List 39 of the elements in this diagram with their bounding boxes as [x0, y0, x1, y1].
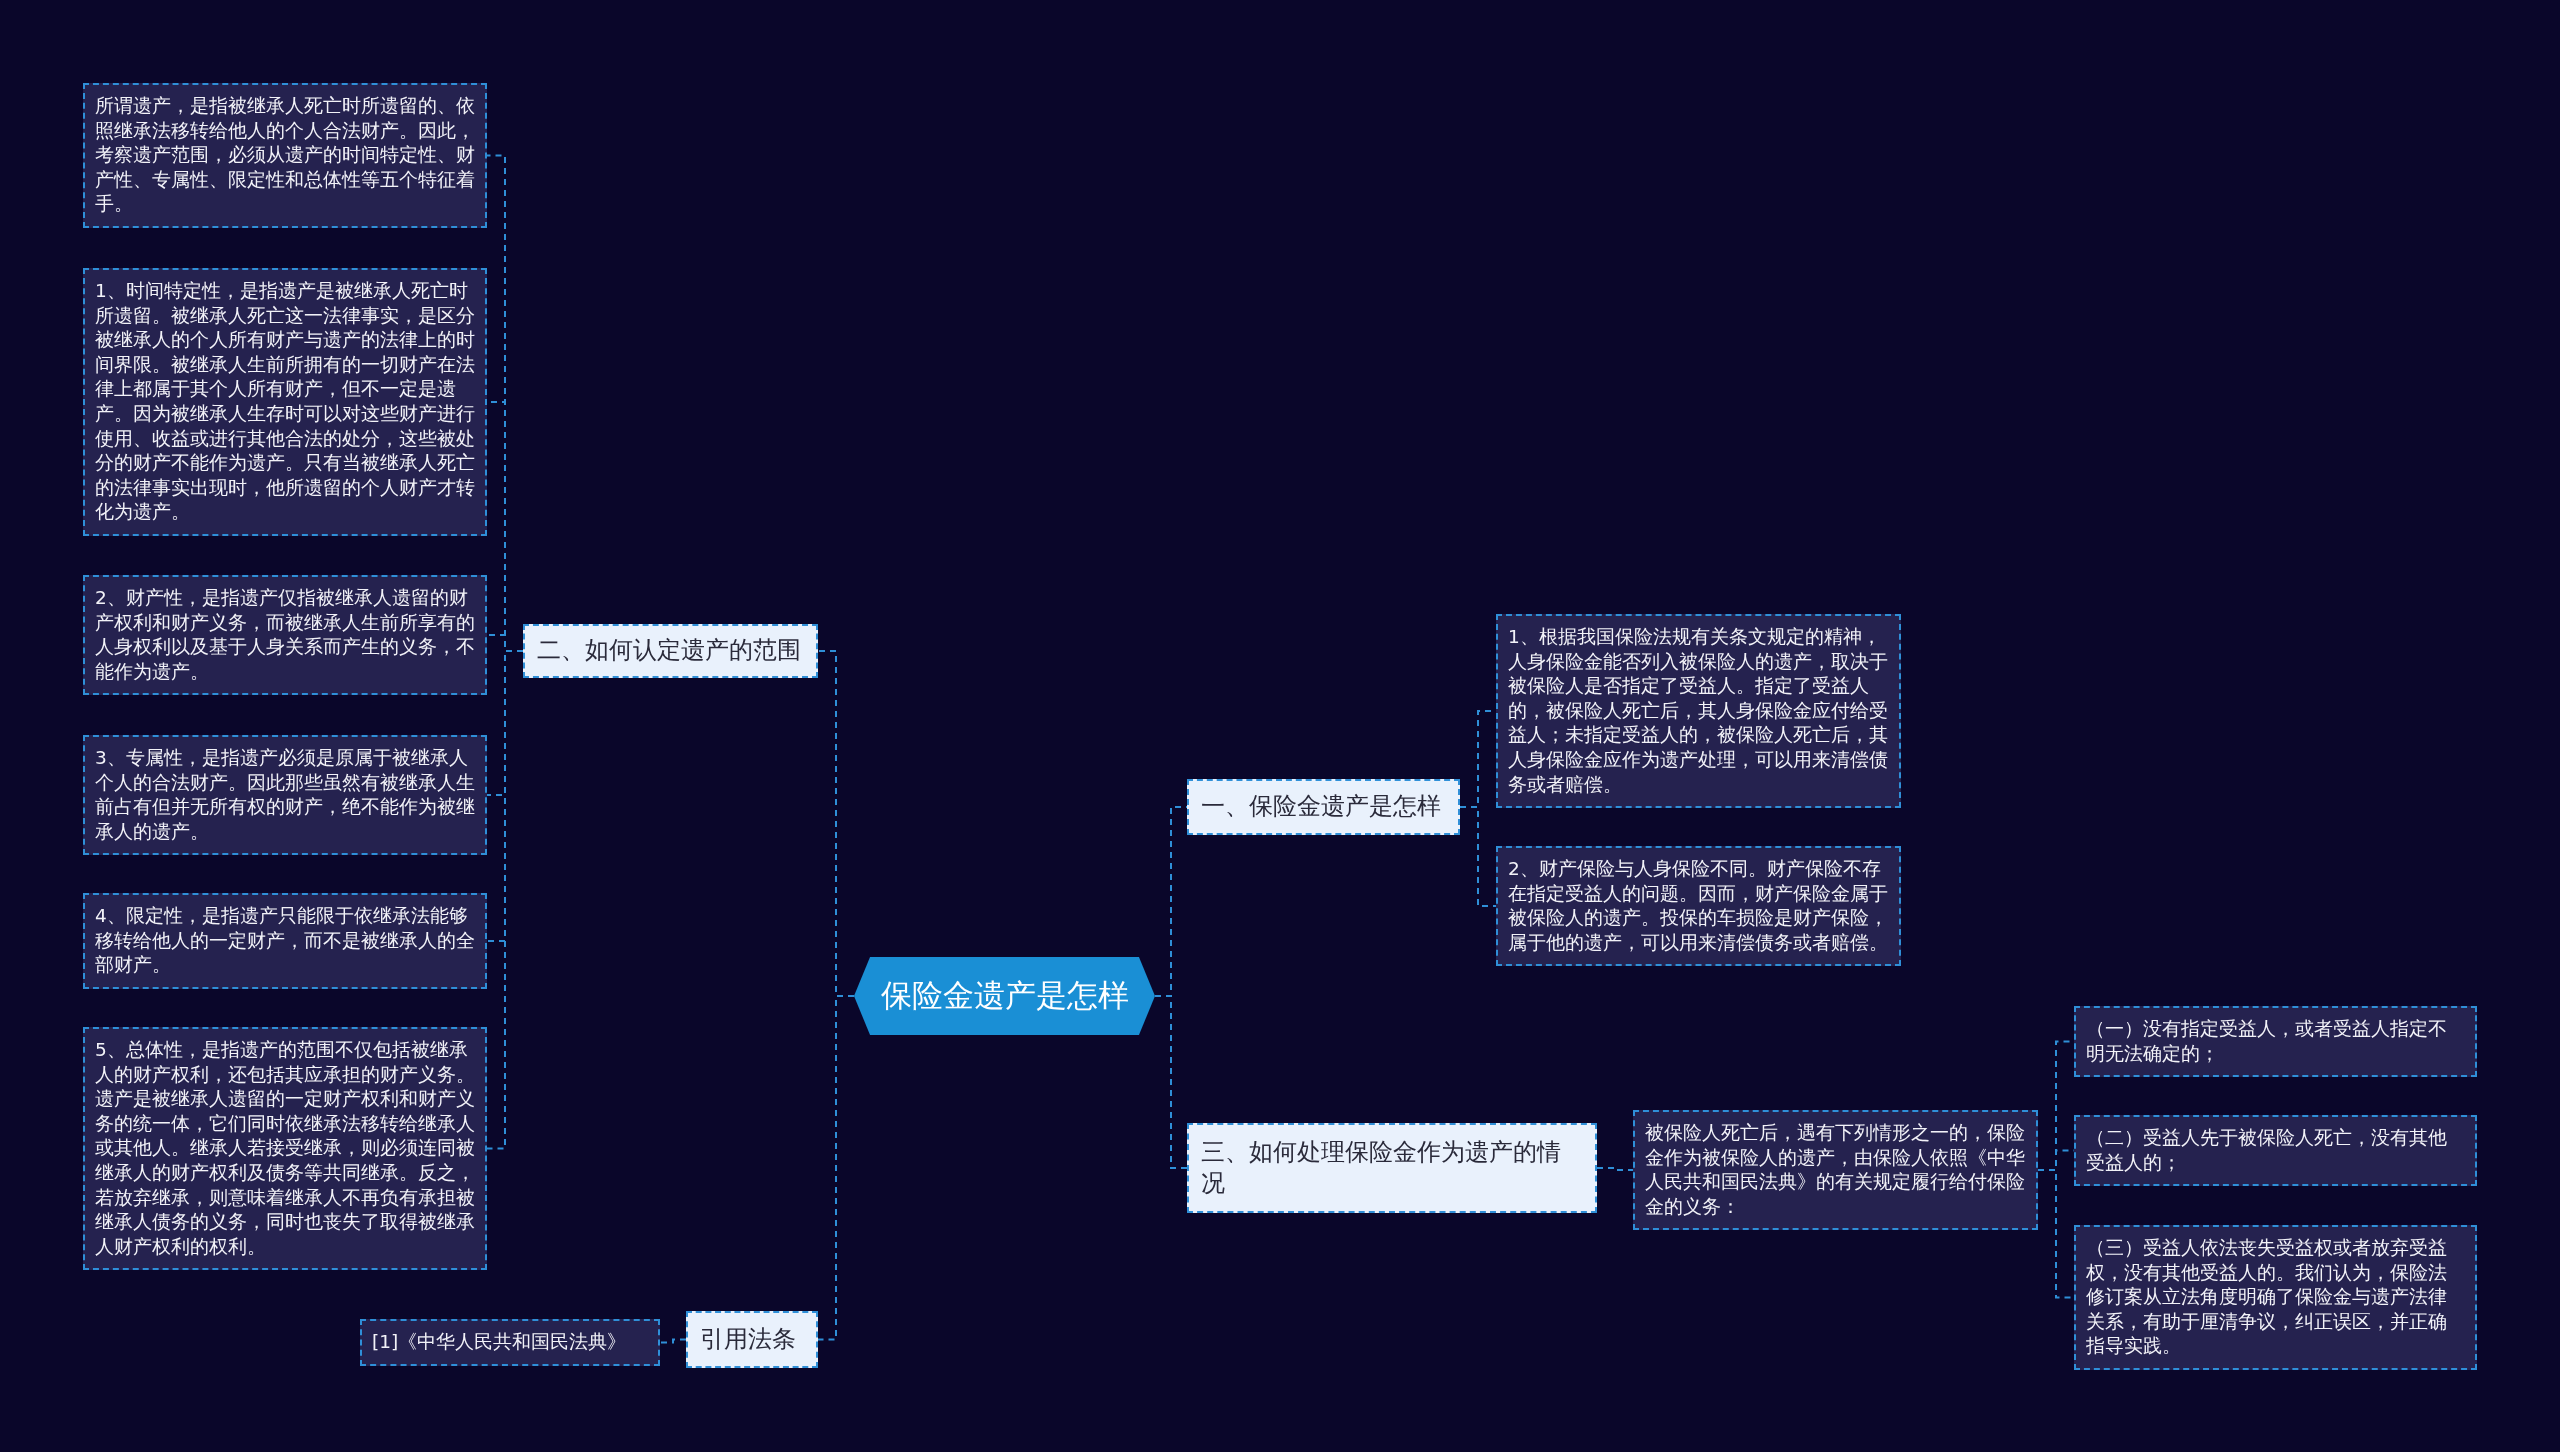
note-text: 被保险人死亡后，遇有下列情形之一的，保险金作为被保险人的遗产，由保险人依照《中华人民共和国民法典》的有关规定履行给付保险金的义务： — [1645, 1121, 2026, 1219]
note-text: 1、时间特定性，是指遗产是被继承人死亡时所遗留。被继承人死亡这一法律事实，是区分被继承人的个人所有财产与遗产的法律上的时间界限。被继承人生前所拥有的一切财产在法律上都属于其个人所有财产，但不一定是遗产。因为被继承人生存时可以对这些财产进行使用、收益或进行其他合法的处分，这些被处分的财产不能作为遗产。只有当被继承人死亡的法律事实出现时，他所遗留的个人财产才转化为遗产。 — [95, 279, 475, 525]
note-text: 1、根据我国保险法规有关条文规定的精神，人身保险金能否列入被保险人的遗产，取决于被保险人是否指定了受益人。指定了受益人的，被保险人死亡后，其人身保险金应付给受益人；未指定受益人的，被保险人死亡后，其人身保险金应作为遗产处理，可以用来清偿债务或者赔偿。 — [1508, 625, 1889, 797]
note-box — [2074, 1006, 2477, 1078]
topic-text: 保险金遗产是怎样 — [880, 976, 1129, 1015]
topic-box — [1187, 779, 1460, 835]
note-text: 5、总体性，是指遗产的范围不仅包括被继承人的财产权利，还包括其应承担的财产义务。遗产是被继承人遗留的一定财产权利和财产义务的统一体，它们同时依继承法移转给继承人或其他人。继承人若接受继承，则必须连同被继承人的财产权利及债务等共同继承。反之，若放弃继承，则意味着继承人不再负有承担被继承人债务的义务，同时也丧失了取得被继承人财产权利的权利。 — [95, 1038, 475, 1259]
connector-line — [817, 995, 855, 1341]
note-text: [1]《中华人民共和国民法典》 — [372, 1330, 628, 1354]
note-text: （三）受益人依法丧失受益权或者放弃受益权，没有其他受益人的。我们认为，保险法修订案从立法角度明确了保险金与遗产法律关系，有助于厘清争议，纠正误区，并正确指导实践。 — [2086, 1236, 2448, 1359]
connector-line — [1596, 1167, 1634, 1171]
topic-text: 三、如何处理保险金作为遗产的情况 — [1201, 1136, 1562, 1199]
topic-box — [1187, 1123, 1597, 1213]
note-box — [1496, 846, 1901, 967]
note-text: （一）没有指定受益人，或者受益人指定不明无法确定的； — [2086, 1017, 2448, 1066]
note-box — [2074, 1225, 2477, 1370]
note-text: 所谓遗产，是指被继承人死亡时所遗留的、依照继承法移转给他人的个人合法财产。因此，考察遗产范围，必须从遗产的时间特定性、财产性、专属性、限定性和总体性等五个特征着手。 — [95, 94, 475, 217]
topic-text: 引用法条 — [700, 1323, 796, 1355]
connector-line — [1154, 995, 1188, 1169]
topic-text: 二、如何认定遗产的范围 — [537, 635, 801, 667]
topic-box — [523, 624, 818, 678]
topic-box — [686, 1311, 818, 1368]
note-box — [2074, 1115, 2477, 1187]
note-box — [360, 1319, 660, 1366]
note-box — [83, 893, 487, 989]
note-box — [83, 83, 487, 228]
note-text: 4、限定性，是指遗产只能限于依继承法能够移转给他人的一定财产，而不是被继承人的全部财产。 — [95, 904, 475, 978]
note-text: （二）受益人先于被保险人死亡，没有其他受益人的； — [2086, 1126, 2448, 1175]
note-box — [1633, 1110, 2038, 1231]
topic-text: 一、保险金遗产是怎样 — [1201, 791, 1441, 823]
note-text: 2、财产保险与人身保险不同。财产保险不存在指定受益人的问题。因而，财产保险金属于被保险人的遗产。投保的车损险是财产保险，属于他的遗产，可以用来清偿债务或者赔偿。 — [1508, 857, 1889, 955]
note-box — [1496, 614, 1901, 809]
note-box — [83, 735, 487, 856]
central-topic — [854, 957, 1155, 1035]
note-box — [83, 575, 487, 696]
connector-line — [659, 1338, 687, 1344]
note-text: 3、专属性，是指遗产必须是原属于被继承人个人的合法财产。因此那些虽然有被继承人生前占有但并无所有权的财产，绝不能作为被继承人的遗产。 — [95, 746, 475, 844]
connector-line — [1459, 806, 1497, 907]
note-text: 2、财产性，是指遗产仅指被继承人遗留的财产权利和财产义务，而被继承人生前所享有的人身权利以及基于人身关系而产生的义务，不能作为遗产。 — [95, 586, 475, 684]
